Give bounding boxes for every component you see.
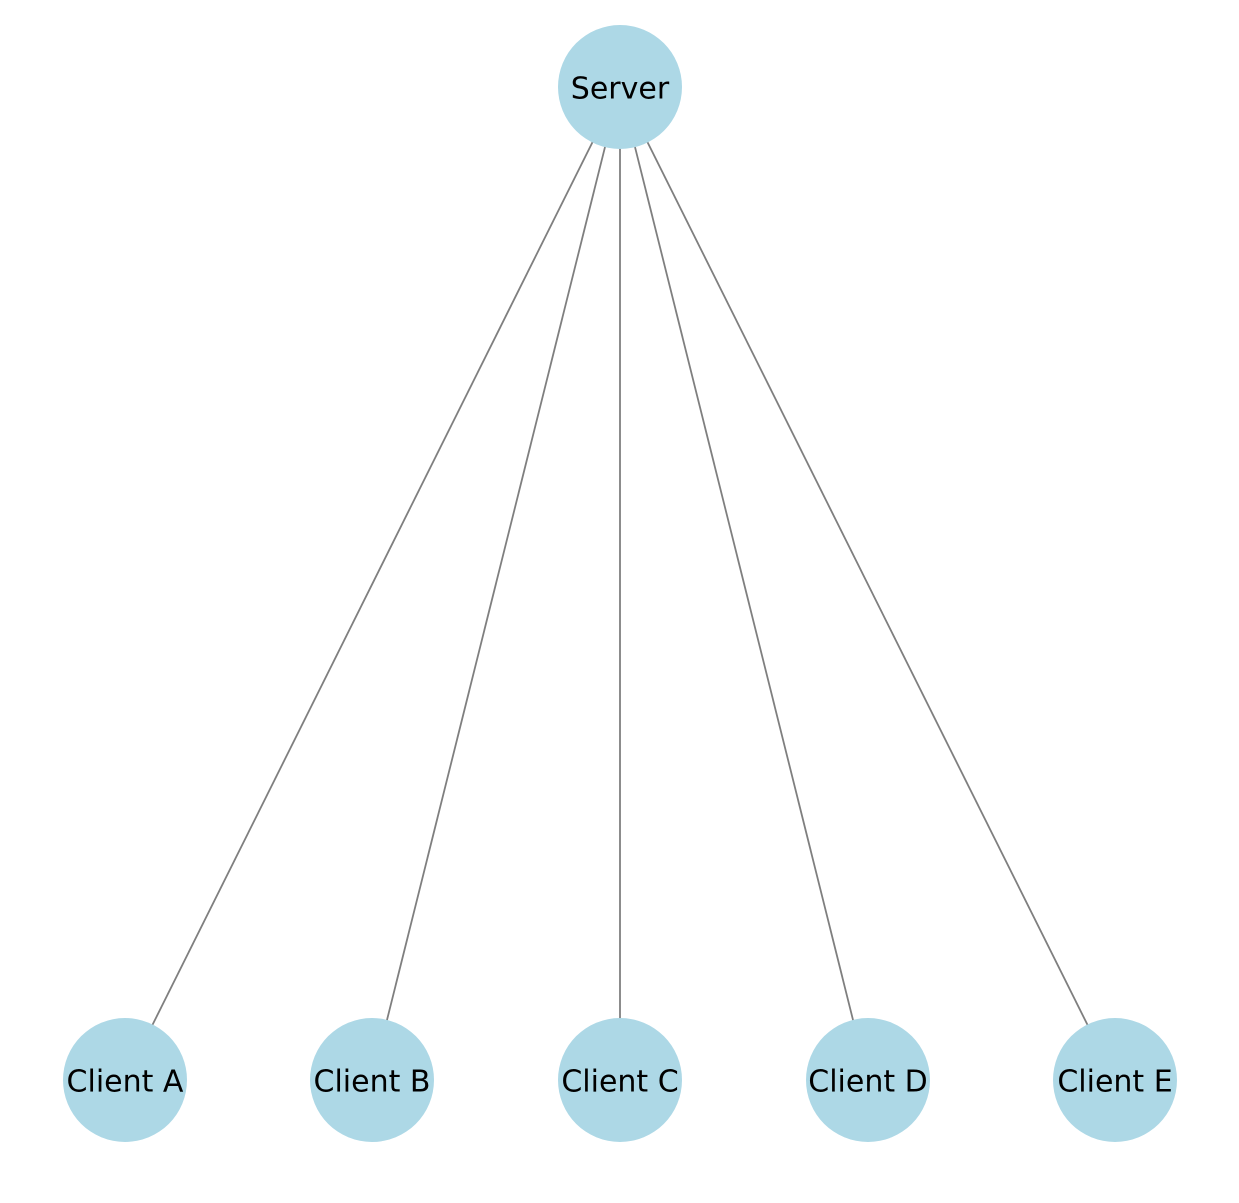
edges-layer (124, 86, 1116, 1081)
node-label-server: Server (571, 72, 670, 107)
node-label-client-c: Client C (561, 1065, 678, 1100)
node-client-e: Client E (1053, 1018, 1177, 1142)
edge-server-client-b (371, 86, 621, 1081)
node-label-client-d: Client D (808, 1065, 928, 1100)
node-client-b: Client B (310, 1018, 434, 1142)
node-server: Server (558, 25, 682, 149)
node-client-c: Client C (558, 1018, 682, 1142)
node-label-client-b: Client B (314, 1065, 431, 1100)
node-label-client-e: Client E (1057, 1065, 1172, 1100)
node-circle-client-e (1053, 1018, 1177, 1142)
node-label-client-a: Client A (67, 1065, 184, 1100)
node-client-d: Client D (806, 1018, 930, 1142)
edge-server-client-d (619, 86, 869, 1081)
node-client-a: Client A (63, 1018, 187, 1142)
node-circle-server (558, 25, 682, 149)
edge-server-client-e (619, 86, 1116, 1081)
edge-server-client-a (124, 86, 621, 1081)
node-circle-client-d (806, 1018, 930, 1142)
node-circle-client-b (310, 1018, 434, 1142)
node-circle-client-a (63, 1018, 187, 1142)
node-circle-client-c (558, 1018, 682, 1142)
